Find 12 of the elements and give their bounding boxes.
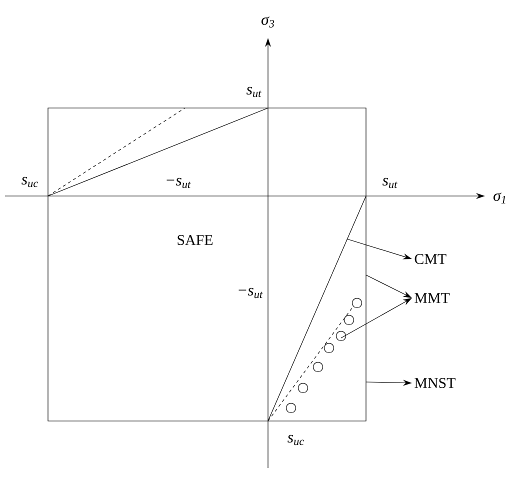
tick-label: s$_{uc}$ bbox=[288, 434, 304, 446]
tick-label: s$_{ut}$ bbox=[246, 86, 262, 98]
theory-label: MNST bbox=[414, 378, 456, 388]
tick-label: −s$_{ut}$ bbox=[238, 288, 263, 298]
axis-label: σ$_{3}$ bbox=[262, 16, 274, 28]
tick-label: s$_{uc}$ bbox=[22, 176, 38, 188]
axis-label: σ$_{1}$ bbox=[494, 192, 506, 204]
tick-label: −s$_{ut}$ bbox=[166, 178, 191, 188]
region-label: SAFE bbox=[178, 234, 213, 246]
theory-label: CMT bbox=[414, 254, 446, 264]
tick-label: s$_{ut}$ bbox=[382, 178, 398, 188]
theory-label: MMT bbox=[414, 293, 450, 303]
